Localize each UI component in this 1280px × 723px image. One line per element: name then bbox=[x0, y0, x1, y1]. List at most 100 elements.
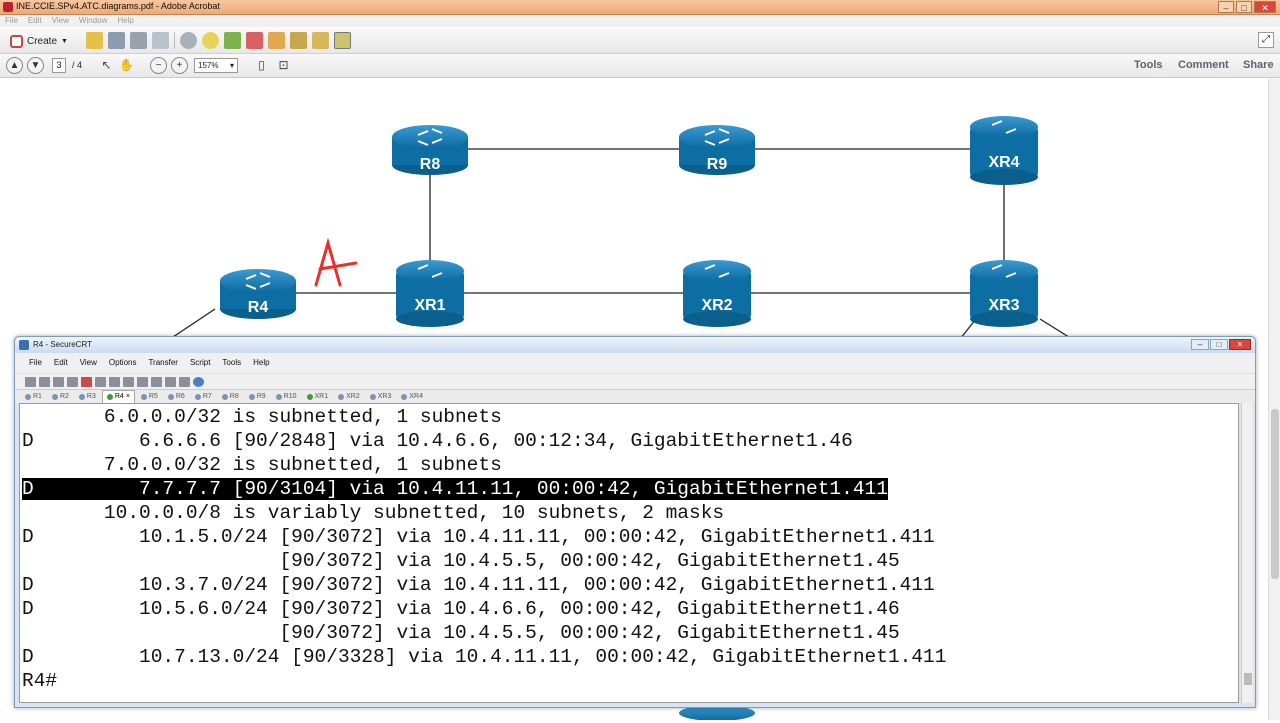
scroll-thumb[interactable] bbox=[1271, 409, 1279, 579]
share-pane-button[interactable]: Share bbox=[1243, 59, 1274, 71]
securecrt-title: R4 - SecureCRT bbox=[33, 340, 92, 349]
acrobat-app-icon bbox=[3, 2, 13, 12]
reconnect-icon[interactable] bbox=[67, 377, 78, 387]
help-icon[interactable] bbox=[193, 377, 204, 387]
maximize-button[interactable]: □ bbox=[1236, 1, 1252, 13]
minimize-button[interactable]: – bbox=[1218, 1, 1234, 13]
tab-r6[interactable]: R6 bbox=[164, 390, 189, 403]
zoom-in-icon[interactable]: + bbox=[171, 57, 188, 74]
tab-r2[interactable]: R2 bbox=[48, 390, 73, 403]
crt-menu-options[interactable]: Options bbox=[108, 358, 137, 367]
svg-text:XR4: XR4 bbox=[988, 154, 1019, 171]
fit-width-icon[interactable]: ⊡ bbox=[278, 58, 289, 72]
tab-xr3[interactable]: XR3 bbox=[366, 390, 396, 403]
menu-view[interactable]: View bbox=[51, 16, 69, 25]
close-button[interactable]: ✕ bbox=[1254, 1, 1276, 13]
tab-r3[interactable]: R3 bbox=[75, 390, 100, 403]
menu-window[interactable]: Window bbox=[78, 16, 108, 25]
open-folder-icon[interactable] bbox=[86, 32, 103, 49]
crt-menu-help[interactable]: Help bbox=[253, 358, 270, 367]
quick-connect-icon[interactable] bbox=[39, 377, 50, 387]
crt-menu-edit[interactable]: Edit bbox=[53, 358, 68, 367]
svg-text:R4: R4 bbox=[248, 299, 269, 316]
securecrt-app-icon bbox=[19, 340, 29, 350]
edit-icon[interactable] bbox=[312, 32, 329, 49]
menu-file[interactable]: File bbox=[5, 16, 18, 25]
sftp-icon[interactable] bbox=[165, 377, 176, 387]
svg-text:XR1: XR1 bbox=[414, 297, 445, 314]
tab-r5[interactable]: R5 bbox=[137, 390, 162, 403]
securecrt-toolbar bbox=[15, 373, 1255, 389]
print-icon[interactable] bbox=[130, 32, 147, 49]
create-button[interactable]: Create ▼ bbox=[6, 32, 72, 50]
email-icon[interactable] bbox=[152, 32, 169, 49]
document-scrollbar[interactable] bbox=[1268, 79, 1280, 720]
comment-icon[interactable] bbox=[202, 32, 219, 49]
terminal-prompt[interactable]: R4# bbox=[22, 670, 58, 692]
router-xr2[interactable]: XR2 bbox=[683, 260, 751, 327]
select-tool-icon[interactable]: ↖ bbox=[101, 58, 112, 72]
crt-menu-tools[interactable]: Tools bbox=[222, 358, 242, 367]
delete-icon[interactable] bbox=[246, 32, 263, 49]
menu-edit[interactable]: Edit bbox=[27, 16, 42, 25]
router-xr3[interactable]: XR3 bbox=[970, 260, 1038, 327]
crt-minimize-button[interactable]: – bbox=[1191, 339, 1209, 350]
hand-tool-icon[interactable]: ✋ bbox=[119, 58, 134, 72]
print-session-icon[interactable] bbox=[137, 377, 148, 387]
highlight-icon[interactable] bbox=[224, 32, 241, 49]
terminal-scrollbar[interactable] bbox=[1241, 403, 1253, 703]
page-number-input[interactable]: 3 bbox=[52, 58, 66, 73]
keymap-icon[interactable] bbox=[179, 377, 190, 387]
terminal-line: 6.0.0.0/32 is subnetted, 1 subnets bbox=[22, 406, 502, 428]
router-r8[interactable]: R8 bbox=[392, 125, 468, 175]
comment-pane-button[interactable]: Comment bbox=[1178, 59, 1229, 71]
crt-menu-view[interactable]: View bbox=[79, 358, 97, 367]
crt-close-button[interactable]: ✕ bbox=[1229, 339, 1251, 350]
close-tab-icon[interactable]: × bbox=[125, 393, 130, 400]
tab-r1[interactable]: R1 bbox=[21, 390, 46, 403]
copy-icon[interactable] bbox=[95, 377, 106, 387]
zoom-out-icon[interactable]: − bbox=[150, 57, 167, 74]
expand-icon[interactable]: ⤢ bbox=[1258, 32, 1274, 48]
tab-r9[interactable]: R9 bbox=[245, 390, 270, 403]
tab-xr2[interactable]: XR2 bbox=[334, 390, 364, 403]
tab-r7[interactable]: R7 bbox=[191, 390, 216, 403]
zoom-select[interactable]: 157% ▾ bbox=[194, 58, 238, 73]
pen-icon[interactable] bbox=[334, 32, 351, 49]
fit-page-icon[interactable]: ▯ bbox=[258, 58, 265, 72]
router-r9[interactable]: R9 bbox=[679, 125, 755, 175]
page-up-icon[interactable]: ▲ bbox=[6, 57, 23, 74]
securecrt-title-bar: R4 - SecureCRT – □ ✕ bbox=[15, 337, 1255, 353]
tab-xr1[interactable]: XR1 bbox=[303, 390, 333, 403]
crt-menu-script[interactable]: Script bbox=[189, 358, 211, 367]
session-tabs: R1 R2 R3 R4 × R5 R6 R7 R8 R9 R10 XR1 XR2… bbox=[15, 389, 1255, 403]
disconnect-icon[interactable] bbox=[81, 377, 92, 387]
save-icon[interactable] bbox=[108, 32, 125, 49]
crt-maximize-button[interactable]: □ bbox=[1210, 339, 1228, 350]
menu-help[interactable]: Help bbox=[117, 16, 134, 25]
tab-r4[interactable]: R4 × bbox=[101, 390, 135, 403]
session-tab-icon[interactable] bbox=[53, 377, 64, 387]
export-icon[interactable] bbox=[268, 32, 285, 49]
paste-icon[interactable] bbox=[109, 377, 120, 387]
router-r4[interactable]: R4 bbox=[220, 269, 296, 319]
crt-menu-transfer[interactable]: Transfer bbox=[148, 358, 178, 367]
tools-pane-button[interactable]: Tools bbox=[1134, 59, 1163, 71]
tab-r10[interactable]: R10 bbox=[272, 390, 301, 403]
svg-text:XR2: XR2 bbox=[701, 297, 732, 314]
crt-menu-file[interactable]: File bbox=[29, 358, 42, 367]
tab-xr4[interactable]: XR4 bbox=[397, 390, 427, 403]
settings-icon[interactable] bbox=[151, 377, 162, 387]
sign-icon[interactable] bbox=[290, 32, 307, 49]
settings-icon[interactable] bbox=[180, 32, 197, 49]
page-down-icon[interactable]: ▼ bbox=[27, 57, 44, 74]
connect-icon[interactable] bbox=[25, 377, 36, 387]
find-icon[interactable] bbox=[123, 377, 134, 387]
router-xr1[interactable]: XR1 bbox=[396, 260, 464, 327]
tab-r8[interactable]: R8 bbox=[218, 390, 243, 403]
terminal-scroll-thumb[interactable] bbox=[1244, 673, 1252, 685]
router-xr4[interactable]: XR4 bbox=[970, 116, 1038, 185]
diagram-links bbox=[169, 148, 1081, 345]
chevron-down-icon: ▼ bbox=[61, 37, 68, 45]
